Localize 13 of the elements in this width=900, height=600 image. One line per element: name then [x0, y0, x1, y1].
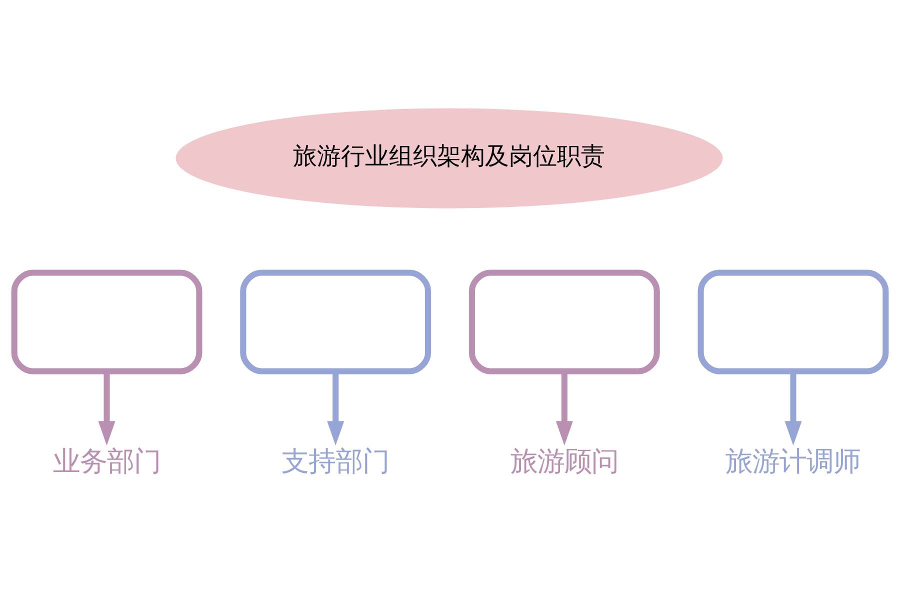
node-text: 业务部门: [52, 446, 161, 478]
node-text: 支持部门: [282, 446, 390, 478]
arrow: [327, 372, 344, 446]
arrow: [556, 372, 573, 446]
node-text: 旅游计调师: [726, 446, 861, 478]
arrow: [784, 372, 802, 446]
node-box: [11, 270, 202, 374]
node-ellipse: 旅游行业组织架构及岗位职责: [176, 108, 723, 208]
node-box: [698, 270, 889, 374]
node-box: [240, 270, 432, 374]
node-text: 旅游顾问: [510, 446, 618, 478]
arrow: [98, 372, 116, 446]
node-box: [468, 270, 660, 374]
